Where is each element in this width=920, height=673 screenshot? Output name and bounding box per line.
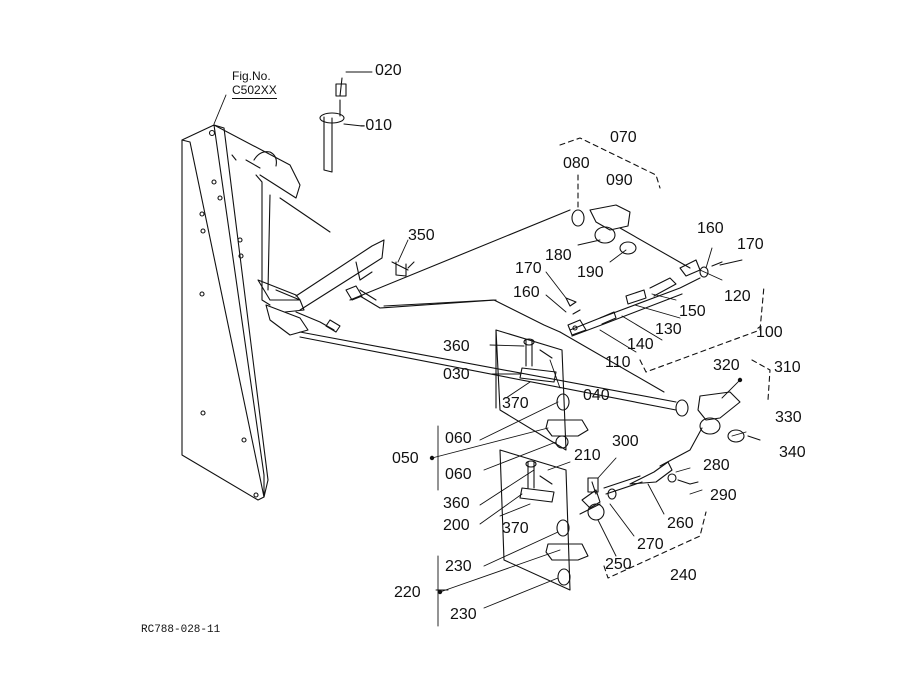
callout-250: 250 bbox=[605, 556, 632, 573]
callout-330: 330 bbox=[775, 409, 802, 426]
callout-060-upper: 060 bbox=[445, 430, 472, 447]
joint-230 bbox=[545, 519, 589, 586]
callout-350: 350 bbox=[408, 227, 435, 244]
bracket-200 bbox=[519, 460, 555, 503]
callout-290: 290 bbox=[710, 487, 737, 504]
callout-150: 150 bbox=[679, 303, 706, 320]
callout-070: 070 bbox=[610, 129, 637, 146]
long-rod bbox=[299, 319, 677, 411]
callout-160-left: 160 bbox=[513, 284, 540, 301]
callout-080: 080 bbox=[563, 155, 590, 172]
callout-010: -010 bbox=[360, 117, 393, 134]
callout-230-lower: 230 bbox=[450, 606, 477, 623]
assembly-220-frame bbox=[499, 449, 571, 591]
figure-number-box: Fig.No. C502XX bbox=[232, 69, 277, 99]
upper-hook-bracket bbox=[253, 151, 385, 336]
callout-360-lower: 360 bbox=[443, 495, 470, 512]
assembly-310-frame bbox=[751, 359, 771, 401]
bracket-030 bbox=[519, 338, 557, 383]
bracket-plate bbox=[181, 124, 301, 501]
callout-050: 050 bbox=[392, 450, 419, 467]
callout-040: 040 bbox=[583, 387, 610, 404]
callout-100: 100 bbox=[756, 324, 783, 341]
leader-lines bbox=[213, 71, 747, 627]
assembly-100-frame bbox=[639, 285, 765, 373]
pin-010 bbox=[319, 77, 363, 173]
leader-dots bbox=[429, 377, 743, 595]
callout-370-upper: 370 bbox=[502, 395, 529, 412]
bracket-310 bbox=[675, 391, 761, 443]
assembly-070-frame bbox=[559, 137, 661, 211]
callout-210: 210 bbox=[574, 447, 601, 464]
joint-060-upper bbox=[545, 393, 589, 449]
callout-170-right: 170 bbox=[737, 236, 764, 253]
callout-240: 240 bbox=[670, 567, 697, 584]
callout-170-left: 170 bbox=[515, 260, 542, 277]
callout-090: 090 bbox=[606, 172, 633, 189]
figure-code: C502XX bbox=[232, 83, 277, 99]
callout-160-right: 160 bbox=[697, 220, 724, 237]
callout-360-upper: 360 bbox=[443, 338, 470, 355]
callout-280: 280 bbox=[703, 457, 730, 474]
drawing-id: RC788-028-11 bbox=[141, 624, 221, 636]
assembly-050-frame bbox=[495, 329, 567, 451]
callout-320: 320 bbox=[713, 357, 740, 374]
upper-bent-rod bbox=[345, 285, 665, 393]
callout-370-lower: 370 bbox=[502, 520, 529, 537]
figure-number-label: Fig.No. bbox=[232, 69, 271, 83]
callout-260: 260 bbox=[667, 515, 694, 532]
callout-030: 030 bbox=[443, 366, 470, 383]
callout-180: 180 bbox=[545, 247, 572, 264]
callout-120: 120 bbox=[724, 288, 751, 305]
callout-060-lower: 060 bbox=[445, 466, 472, 483]
callout-310: 310 bbox=[774, 359, 801, 376]
callout-340: 340 bbox=[779, 444, 806, 461]
callout-130: 130 bbox=[655, 321, 682, 338]
callout-220: 220 bbox=[394, 584, 421, 601]
callout-300: 300 bbox=[612, 433, 639, 450]
callout-230-upper: 230 bbox=[445, 558, 472, 575]
callout-190: 190 bbox=[577, 264, 604, 281]
rod-assembly-240 bbox=[579, 427, 703, 521]
callout-270: 270 bbox=[637, 536, 664, 553]
callout-110: 110 bbox=[605, 354, 631, 371]
callout-200: 200 bbox=[443, 517, 470, 534]
pin-280-290 bbox=[667, 473, 699, 485]
assembly-240-frame bbox=[603, 511, 707, 579]
callout-140: 140 bbox=[627, 336, 654, 353]
callout-020: 020 bbox=[375, 62, 402, 79]
bolt-350 bbox=[391, 261, 415, 277]
joint-080-090 bbox=[349, 204, 691, 301]
